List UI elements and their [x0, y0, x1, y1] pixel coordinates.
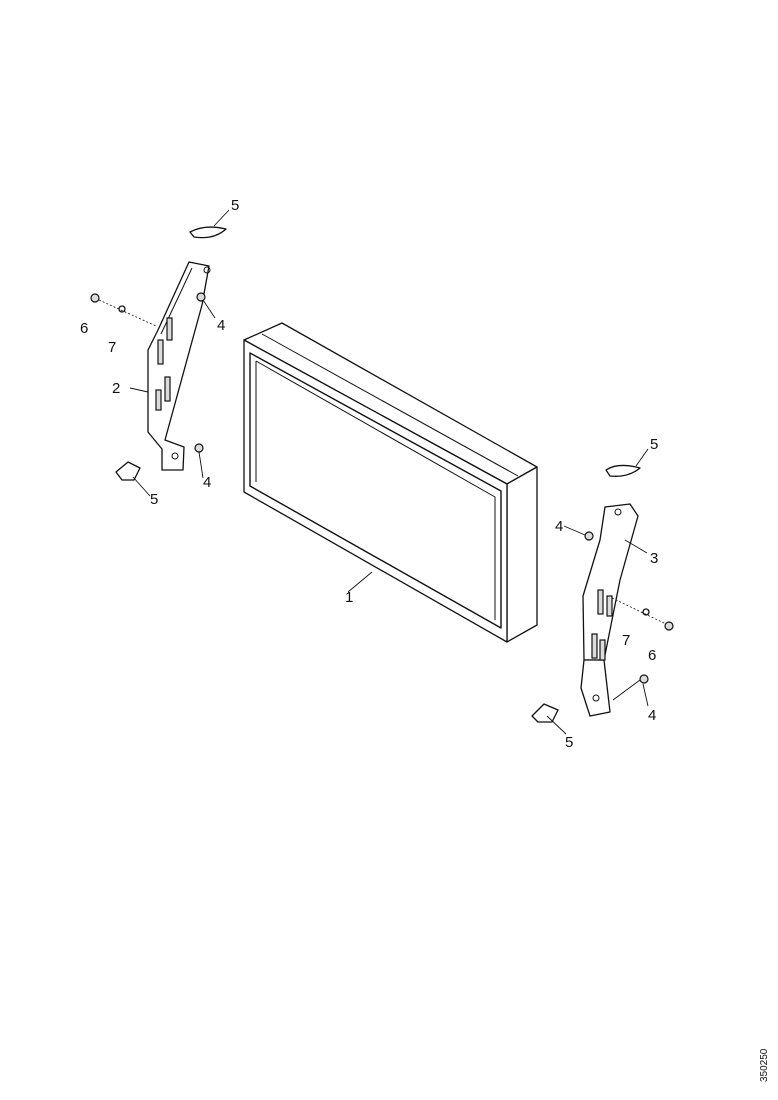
- callout-7-left: 7: [108, 339, 116, 356]
- callout-4-bottom-left: 4: [203, 474, 211, 491]
- callout-4-top-left: 4: [217, 317, 225, 334]
- callout-labels: 5 4 6 7 2 4 5 1 5 4 3 7 6 4 5: [80, 197, 658, 751]
- leader-lines: [129, 209, 649, 735]
- callout-5-bottom-right: 5: [565, 734, 573, 751]
- callout-4-bottom-right: 4: [648, 707, 656, 724]
- right-bracket-part-3: [580, 503, 639, 717]
- callout-3: 3: [650, 550, 658, 567]
- callout-6-right: 6: [648, 647, 656, 664]
- callout-5-top-right: 5: [650, 436, 658, 453]
- clip-part-5-top-left: [189, 226, 227, 239]
- panel-part-1: [243, 322, 538, 643]
- callout-5-top-left: 5: [231, 197, 239, 214]
- clip-part-5-top-right: [605, 464, 641, 477]
- clip-part-5-bottom-right: [531, 703, 559, 723]
- callout-1: 1: [345, 589, 353, 606]
- callout-7-right: 7: [622, 632, 630, 649]
- document-id: 350250: [759, 1048, 770, 1082]
- callout-6-left: 6: [80, 320, 88, 337]
- left-bracket-part-2: [147, 261, 211, 471]
- callout-2: 2: [112, 380, 120, 397]
- callout-5-bottom-left: 5: [150, 491, 158, 508]
- callout-4-top-right: 4: [555, 518, 563, 535]
- clip-part-5-bottom-left: [115, 461, 141, 481]
- hardware: [90, 292, 674, 684]
